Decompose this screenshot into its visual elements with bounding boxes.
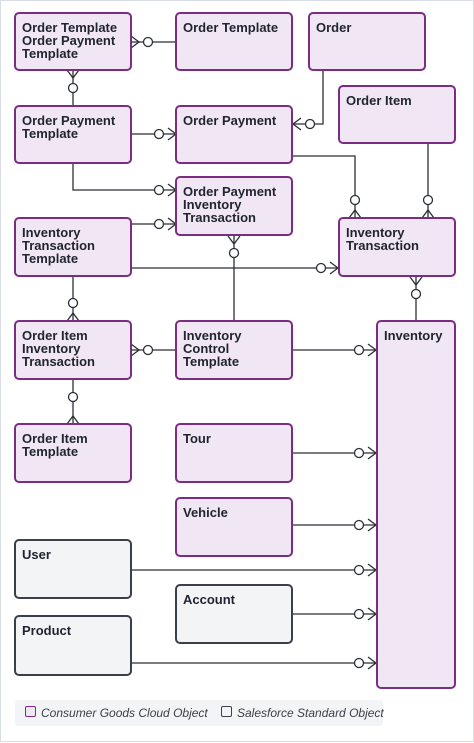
entity-label: Account bbox=[183, 592, 235, 607]
entity-label: Order Template bbox=[183, 20, 279, 35]
entity-label: Order Item bbox=[346, 93, 412, 108]
entity-label: Product bbox=[22, 623, 72, 638]
entity-inventory-transaction-template[interactable]: Inventory Transaction Template bbox=[14, 217, 132, 277]
entity-order-item[interactable]: Order Item bbox=[338, 85, 456, 144]
entity-order-payment[interactable]: Order Payment bbox=[175, 105, 293, 164]
entity-label: Order Item Inventory Transaction bbox=[22, 328, 95, 369]
entity-label: Order Item Template bbox=[22, 431, 88, 459]
entity-label: Inventory Transaction bbox=[346, 225, 419, 253]
entity-label: Inventory Control Template bbox=[183, 328, 242, 369]
entity-order-item-template[interactable]: Order Item Template bbox=[14, 423, 132, 483]
entity-label: Vehicle bbox=[183, 505, 228, 520]
entity-label: Order Template Order Payment Template bbox=[22, 20, 118, 61]
entity-order[interactable]: Order bbox=[308, 12, 426, 71]
entity-user[interactable]: User bbox=[14, 539, 132, 599]
entity-label: Order Payment Inventory Transaction bbox=[183, 184, 277, 225]
entity-label: Tour bbox=[183, 431, 211, 446]
entity-label: Order Payment Template bbox=[22, 113, 116, 141]
entity-label: Order Payment bbox=[183, 113, 277, 128]
legend-swatch-cgc bbox=[25, 706, 36, 717]
entity-order-payment-template[interactable]: Order Payment Template bbox=[14, 105, 132, 164]
legend: Consumer Goods Cloud Object Salesforce S… bbox=[15, 700, 384, 726]
entity-order-template[interactable]: Order Template bbox=[175, 12, 293, 71]
entity-order-item-inventory-transaction[interactable]: Order Item Inventory Transaction bbox=[14, 320, 132, 380]
legend-label-standard: Salesforce Standard Object bbox=[237, 706, 384, 720]
entity-inventory[interactable]: Inventory bbox=[376, 320, 456, 689]
legend-swatch-standard bbox=[221, 706, 232, 717]
entity-order-template-order-payment-template[interactable]: Order Template Order Payment Template bbox=[14, 12, 132, 71]
entity-label: User bbox=[22, 547, 51, 562]
entity-tour[interactable]: Tour bbox=[175, 423, 293, 483]
entity-inventory-transaction[interactable]: Inventory Transaction bbox=[338, 217, 456, 277]
entity-vehicle[interactable]: Vehicle bbox=[175, 497, 293, 557]
entity-inventory-control-template[interactable]: Inventory Control Template bbox=[175, 320, 293, 380]
entity-order-payment-inventory-transaction[interactable]: Order Payment Inventory Transaction bbox=[175, 176, 293, 236]
entity-label: Inventory Transaction Template bbox=[22, 225, 95, 266]
legend-label-cgc: Consumer Goods Cloud Object bbox=[41, 706, 208, 720]
entity-label: Inventory bbox=[384, 328, 443, 343]
entity-account[interactable]: Account bbox=[175, 584, 293, 644]
entity-label: Order bbox=[316, 20, 352, 35]
entity-product[interactable]: Product bbox=[14, 615, 132, 676]
